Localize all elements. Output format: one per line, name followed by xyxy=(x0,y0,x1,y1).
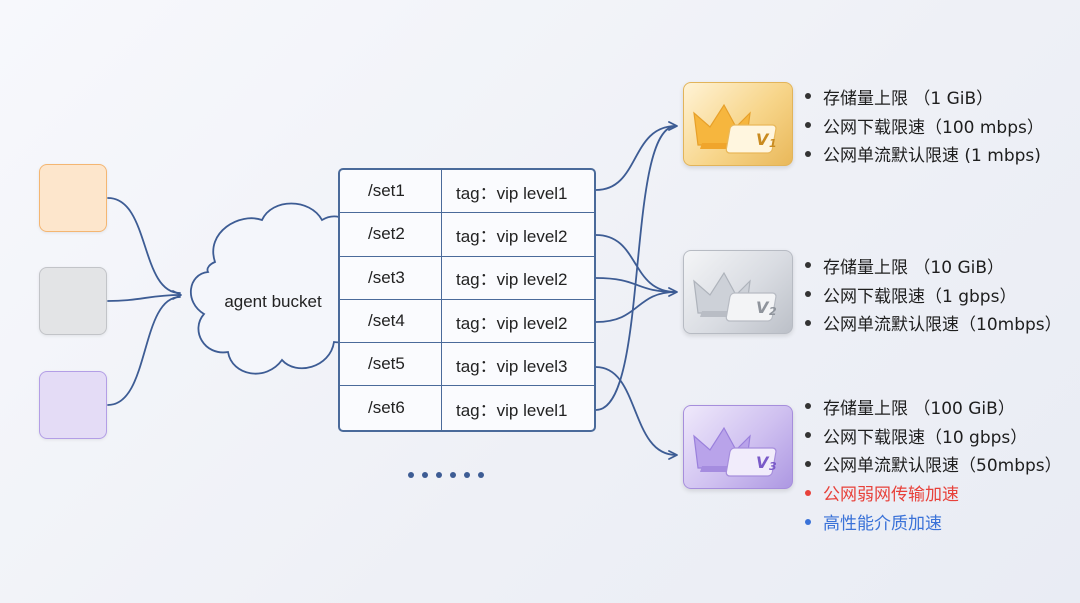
set-tag: tag：vip level2 xyxy=(456,270,568,290)
feature-text: 公网单流默认限速 (1 mbps) xyxy=(823,146,1041,167)
bullet-icon xyxy=(805,518,811,525)
feature-item: 公网单流默认限速（50mbps） xyxy=(805,450,1062,479)
feature-text: 公网下载限速（10 gbps） xyxy=(823,427,1028,448)
set-row: /set2 tag：vip level2 xyxy=(340,213,594,257)
bullet-icon xyxy=(805,150,811,157)
feature-text: 公网下载限速（100 mbps） xyxy=(823,117,1044,138)
feature-item: 公网单流默认限速 (1 mbps) xyxy=(805,140,1044,169)
user-orange-to-cloud-line xyxy=(107,197,181,294)
feature-text: 存储量上限 （10 GiB） xyxy=(823,257,1004,278)
vip1-card: V 1 xyxy=(683,82,793,166)
set-row: /set4 tag：vip level2 xyxy=(340,299,594,344)
bullet-icon xyxy=(805,122,811,129)
agent-bucket-cloud xyxy=(189,202,367,375)
crown-icon: V 3 xyxy=(693,426,777,477)
set-name: /set4 xyxy=(340,299,442,343)
vip2-feature-list: 存储量上限 （10 GiB） 公网下载限速（1 gbps） 公网单流默认限速（1… xyxy=(805,251,1062,337)
bullet-icon xyxy=(805,291,811,298)
set-tag: tag：vip level2 xyxy=(456,313,568,333)
feature-item-highlight-blue: 高性能介质加速 xyxy=(805,507,1062,536)
feature-text: 公网单流默认限速（50mbps） xyxy=(823,456,1062,477)
feature-text: 公网单流默认限速（10mbps） xyxy=(823,315,1062,336)
set-row: /set1 tag：vip level1 xyxy=(340,170,594,214)
set-row: /set5 tag：vip level3 xyxy=(340,343,594,387)
more-sets-ellipsis xyxy=(408,472,484,478)
crown-icon: V 1 xyxy=(693,103,777,154)
feature-item: 公网下载限速（100 mbps） xyxy=(805,111,1044,140)
vip1-feature-list: 存储量上限 （1 GiB） 公网下载限速（100 mbps） 公网单流默认限速 … xyxy=(805,82,1044,168)
set-name: /set3 xyxy=(340,256,442,299)
feature-text: 公网下载限速（1 gbps） xyxy=(823,286,1017,307)
feature-item: 公网单流默认限速（10mbps） xyxy=(805,309,1062,338)
bullet-icon xyxy=(805,319,811,326)
set-table: /set1 tag：vip level1 /set2 tag：vip level… xyxy=(338,168,596,432)
feature-item: 公网下载限速（10 gbps） xyxy=(805,421,1062,450)
feature-item: 存储量上限 （100 GiB） xyxy=(805,392,1062,421)
set6-to-vip1-line xyxy=(595,125,677,411)
feature-item: 公网下载限速（1 gbps） xyxy=(805,280,1062,309)
feature-text: 高性能介质加速 xyxy=(823,514,942,535)
user-gray-to-cloud-line xyxy=(107,290,182,302)
vip2-badge-number: 2 xyxy=(769,305,777,318)
bullet-icon xyxy=(805,489,811,496)
set-name: /set5 xyxy=(340,343,442,386)
feature-item: 存储量上限 （1 GiB） xyxy=(805,82,1044,111)
ellipsis-dot xyxy=(408,472,414,478)
crown-icon: V 2 xyxy=(693,271,777,322)
ellipsis-dot xyxy=(450,472,456,478)
vip2-card: V 2 xyxy=(683,250,793,334)
vip1-badge-letter: V xyxy=(756,130,770,149)
feature-text: 存储量上限 （1 GiB） xyxy=(823,88,994,109)
set-row: /set3 tag：vip level2 xyxy=(340,256,594,300)
set1-to-vip1-line xyxy=(595,121,678,191)
set-tag: tag：vip level1 xyxy=(456,400,568,420)
user-group-gray xyxy=(39,267,107,335)
vip3-feature-list: 存储量上限 （100 GiB） 公网下载限速（10 gbps） 公网单流默认限速… xyxy=(805,392,1062,536)
set-tag: tag：vip level3 xyxy=(456,356,568,376)
bullet-icon xyxy=(805,93,811,100)
feature-text: 存储量上限 （100 GiB） xyxy=(823,398,1015,419)
vip3-badge-number: 3 xyxy=(769,460,777,473)
set3-to-vip2-line xyxy=(595,277,677,293)
set-row: /set6 tag：vip level1 xyxy=(340,386,594,430)
bullet-icon xyxy=(805,460,811,467)
vip3-card: V 3 xyxy=(683,405,793,489)
vip2-badge-letter: V xyxy=(756,298,770,317)
set5-to-vip3-line xyxy=(595,366,678,460)
ellipsis-dot xyxy=(436,472,442,478)
vip3-badge-letter: V xyxy=(756,453,770,472)
user-group-purple xyxy=(39,371,107,439)
ellipsis-dot xyxy=(464,472,470,478)
feature-text: 公网弱网传输加速 xyxy=(823,485,959,506)
feature-item-highlight-red: 公网弱网传输加速 xyxy=(805,478,1062,507)
set2-to-vip2-line xyxy=(595,234,678,297)
bullet-icon xyxy=(805,262,811,269)
bullet-icon xyxy=(805,403,811,410)
user-group-orange xyxy=(39,164,107,232)
set-tag: tag：vip level1 xyxy=(456,183,568,203)
ellipsis-dot xyxy=(478,472,484,478)
user-purple-to-cloud-line xyxy=(107,296,181,406)
set-name: /set1 xyxy=(340,170,442,213)
set4-to-vip2-line xyxy=(595,291,677,323)
ellipsis-dot xyxy=(422,472,428,478)
set-name: /set6 xyxy=(340,386,442,430)
agent-bucket-label: agent bucket xyxy=(224,292,322,311)
set-tag: tag：vip level2 xyxy=(456,226,568,246)
vip1-badge-number: 1 xyxy=(769,137,777,150)
set-name: /set2 xyxy=(340,213,442,256)
feature-item: 存储量上限 （10 GiB） xyxy=(805,251,1062,280)
bullet-icon xyxy=(805,432,811,439)
